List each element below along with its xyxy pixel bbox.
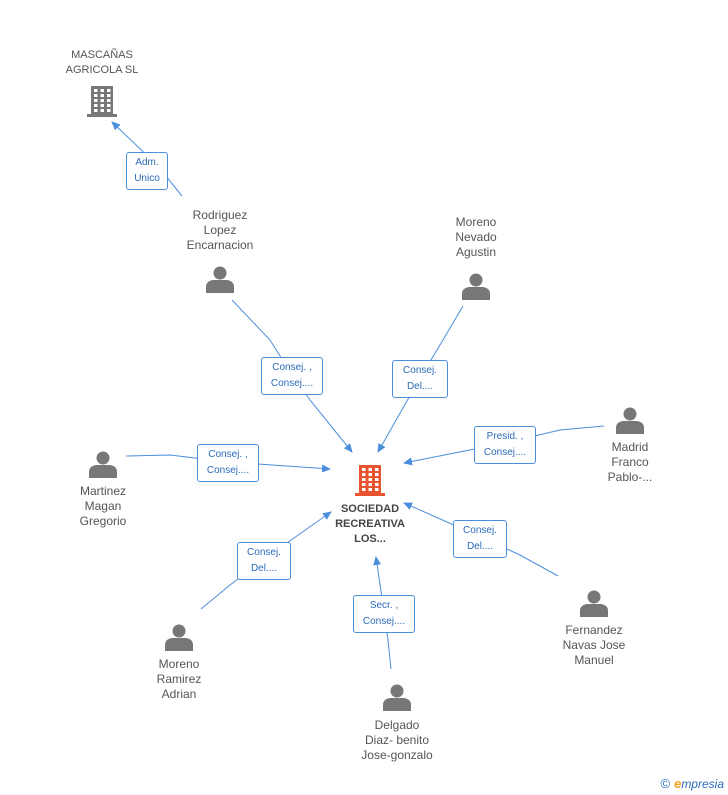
brand-logo-text: mpresia: [681, 777, 724, 791]
person-label-madrid[interactable]: Madrid Franco Pablo-...: [607, 440, 653, 484]
edge-label-delgado[interactable]: Secr. , Consej....: [353, 595, 415, 633]
company-label[interactable]: MASCAÑAS AGRICOLA SL: [65, 49, 139, 76]
edges-layer: [111, 121, 605, 670]
person-label-rodriguez[interactable]: Rodriguez Lopez Encarnacion: [186, 208, 254, 252]
person-icon[interactable]: [383, 684, 411, 712]
edge-label-madrid[interactable]: Presid. , Consej....: [474, 426, 536, 464]
footer-brand[interactable]: © empresia: [660, 776, 724, 791]
person-icon[interactable]: [462, 273, 490, 301]
person-label-fernandez[interactable]: Fernandez Navas Jose Manuel: [562, 623, 626, 667]
building-icon[interactable]: [87, 86, 117, 117]
person-label-martinez[interactable]: Martinez Magan Gregorio: [79, 484, 127, 528]
edge-label-martinez[interactable]: Consej. , Consej....: [197, 444, 259, 482]
center-company-label[interactable]: SOCIEDAD RECREATIVA LOS...: [335, 503, 405, 545]
person-icon[interactable]: [580, 590, 608, 618]
edge-label-moreno-nevado[interactable]: Consej. Del....: [392, 360, 448, 398]
person-icon[interactable]: [206, 266, 234, 294]
edge-label-rodriguez[interactable]: Adm. Unico: [126, 152, 168, 190]
person-label-moreno-nevado[interactable]: Moreno Nevado Agustin: [455, 215, 497, 259]
edge-label-fernandez[interactable]: Consej. Del....: [453, 520, 507, 558]
icons-layer: [87, 86, 644, 711]
person-icon[interactable]: [89, 451, 117, 479]
copyright-symbol: ©: [660, 776, 671, 791]
brand-logo-e: e: [674, 776, 682, 791]
person-icon[interactable]: [616, 407, 644, 435]
edge-label-rodriguez[interactable]: Consej. , Consej....: [261, 357, 323, 395]
person-label-moreno-ramirez[interactable]: Moreno Ramirez Adrian: [156, 657, 202, 701]
building-icon[interactable]: [355, 465, 385, 496]
edge-label-moreno-ramirez[interactable]: Consej. Del....: [237, 542, 291, 580]
person-icon[interactable]: [165, 624, 193, 652]
person-label-delgado[interactable]: Delgado Diaz- benito Jose-gonzalo: [361, 718, 433, 762]
